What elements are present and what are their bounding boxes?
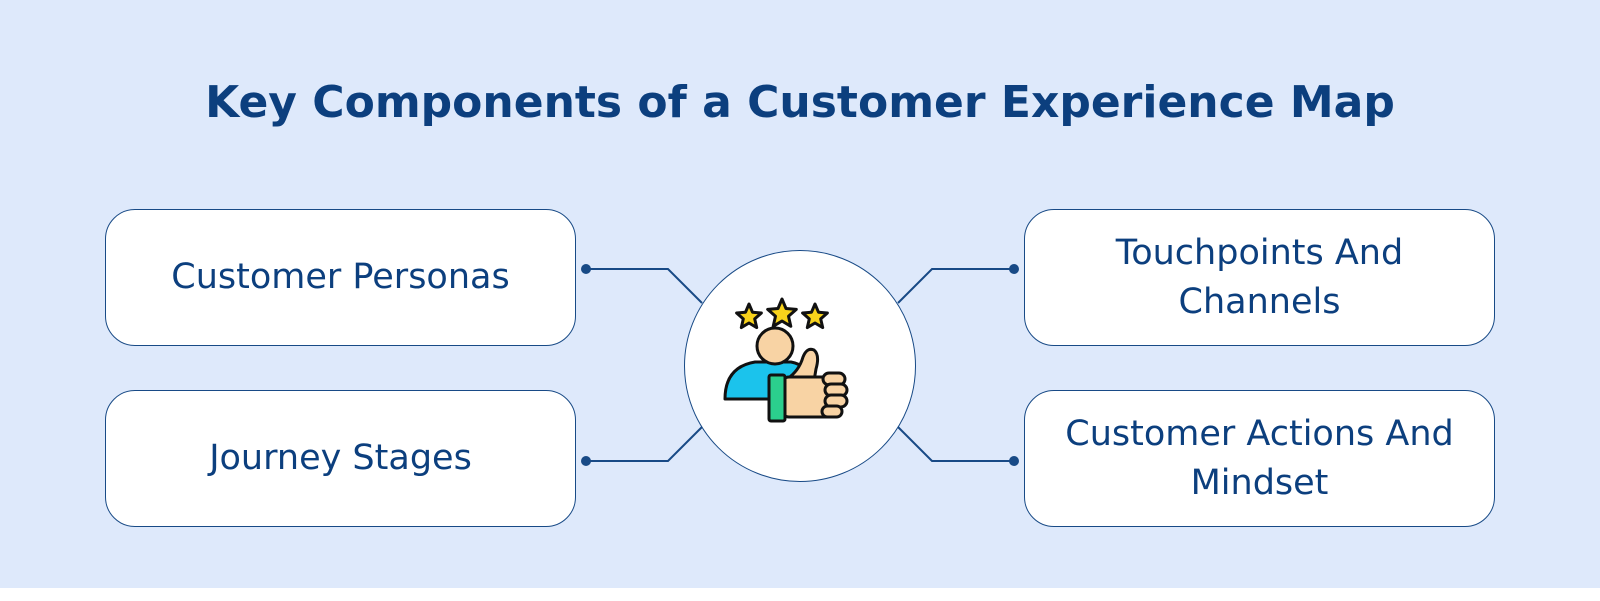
thumb [785, 347, 820, 383]
component-label: Journey Stages [209, 438, 472, 478]
component-customer-actions-and-mindset: Customer Actions And Mindset [1024, 390, 1495, 527]
component-touchpoints-and-channels: Touchpoints And Channels [1024, 209, 1495, 346]
finger [820, 404, 844, 419]
star-icon [766, 297, 798, 328]
central-hub [684, 250, 916, 482]
connector-journey-stages [587, 426, 703, 462]
component-customer-personas: Customer Personas [105, 209, 576, 346]
person-head [755, 326, 795, 366]
component-journey-stages: Journey Stages [105, 390, 576, 527]
connector-dot-touchpoints-channels [1009, 264, 1019, 274]
connector-touchpoints-channels [897, 268, 1013, 304]
star-icon [735, 302, 763, 330]
satisfied-customer-icon [723, 297, 849, 423]
connector-dot-journey-stages [581, 456, 591, 466]
component-label: Customer Actions And Mindset [1065, 413, 1454, 503]
component-label: Touchpoints And Channels [1115, 232, 1404, 322]
connector-dot-actions-mindset [1009, 456, 1019, 466]
connector-customer-personas [587, 268, 703, 304]
component-label: Customer Personas [171, 257, 510, 297]
diagram-title: Key Components of a Customer Experience … [205, 77, 1395, 128]
connector-dot-customer-personas [581, 264, 591, 274]
connector-actions-mindset [897, 426, 1013, 462]
star-icon [801, 302, 829, 330]
sleeve-cuff [767, 373, 787, 423]
